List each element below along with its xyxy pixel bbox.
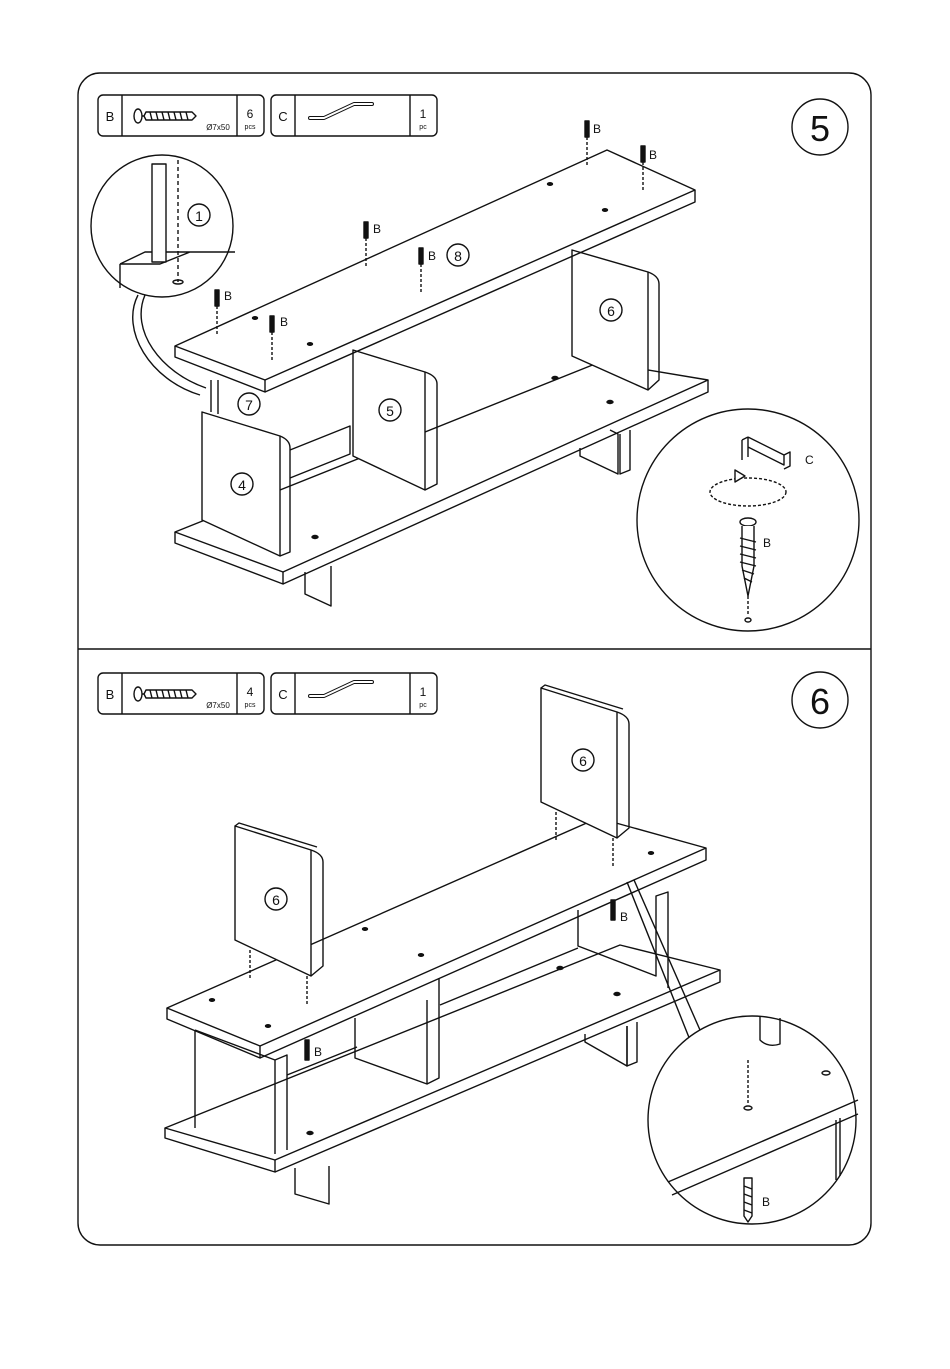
callout-6-left: 6 (272, 892, 280, 908)
part-letter: C (278, 109, 287, 124)
svg-text:B: B (649, 148, 657, 162)
screw-label: B (763, 536, 771, 550)
panel-7: 7 (211, 380, 260, 415)
parts-box-b: B Ø7x50 4 pcs (98, 673, 264, 714)
part-letter: C (278, 687, 287, 702)
screw-marker: B (611, 900, 628, 924)
part-letter: B (106, 687, 115, 702)
part-qty: 1 (420, 685, 427, 699)
step-5: 5 B Ø7x50 6 pcs C 1 pc (91, 95, 859, 631)
callout-4: 4 (238, 477, 246, 493)
screw-icon (134, 687, 196, 701)
callout-6-right: 6 (579, 753, 587, 769)
part-unit: pcs (245, 124, 256, 131)
svg-text:B: B (593, 122, 601, 136)
tool-label: C (805, 453, 814, 467)
step-6: 6 B Ø7x50 4 pcs C 1 pc (98, 672, 858, 1224)
step-number: 6 (810, 681, 830, 722)
callout-6: 6 (607, 303, 615, 319)
parts-box-c: C 1 pc (271, 673, 437, 714)
part-qty: 4 (247, 685, 254, 699)
callout-1: 1 (195, 208, 203, 224)
svg-text:B: B (224, 289, 232, 303)
part-unit: pc (419, 702, 427, 709)
part-qty: 1 (420, 107, 427, 121)
callout-7: 7 (245, 397, 253, 413)
part-size: Ø7x50 (206, 123, 230, 132)
screw-marker: B (305, 1040, 322, 1060)
parts-box-b: B Ø7x50 6 pcs (98, 95, 264, 136)
detail-circle-screw: C B (637, 409, 859, 631)
part-unit: pc (419, 124, 427, 131)
screw-label: B (762, 1195, 770, 1209)
part-qty: 6 (247, 107, 254, 121)
svg-text:B: B (280, 315, 288, 329)
svg-text:B: B (373, 222, 381, 236)
detail-circle-screw: B (648, 1016, 858, 1224)
screw-icon (134, 109, 196, 123)
step-number: 5 (810, 108, 830, 149)
parts-box-c: C 1 pc (271, 95, 437, 136)
part-unit: pcs (245, 702, 256, 709)
svg-text:B: B (620, 910, 628, 924)
part-size: Ø7x50 (206, 701, 230, 710)
svg-text:B: B (428, 249, 436, 263)
part-letter: B (106, 109, 115, 124)
callout-5: 5 (386, 403, 394, 419)
callout-8: 8 (454, 248, 462, 264)
svg-text:B: B (314, 1045, 322, 1059)
